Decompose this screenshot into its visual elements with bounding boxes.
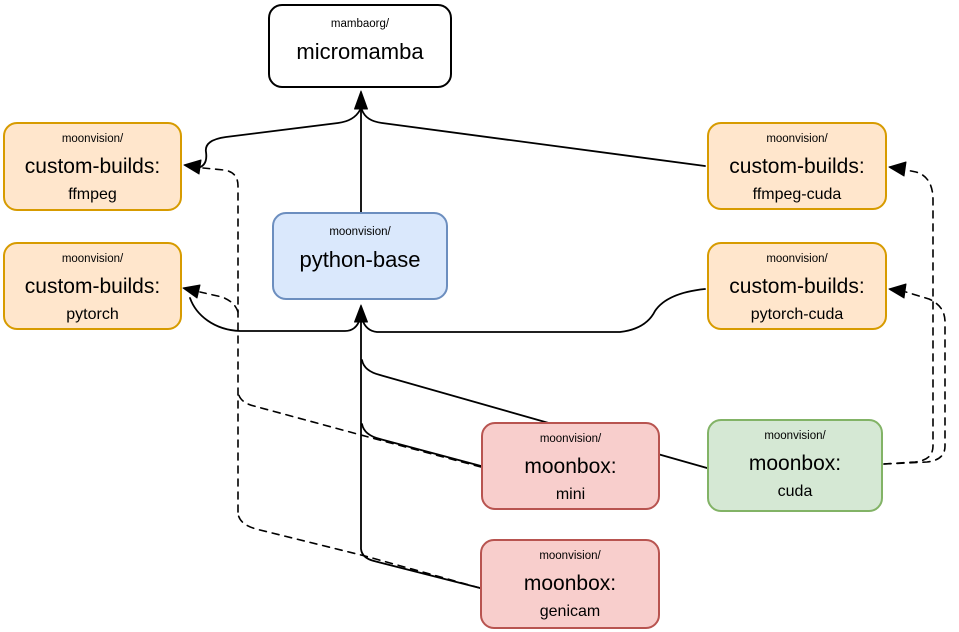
node-tag: genicam [539, 603, 601, 620]
node-custom-builds-ffmpeg-cuda[interactable]: moonvision/ custom-builds: ffmpeg-cuda [707, 122, 887, 210]
node-repo: moonvision/ [766, 253, 828, 265]
edge-dashed-cuda-to-pytorch-cuda [883, 291, 946, 465]
node-name: custom-builds: [729, 275, 865, 298]
edge-dashed-mini-feed [237, 389, 482, 468]
edge-trunk-genicam [360, 321, 481, 589]
node-repo: moonvision/ [61, 253, 124, 265]
node-tag: mini [555, 486, 586, 503]
node-repo: mambaorg/ [330, 18, 390, 30]
node-repo: moonvision/ [764, 430, 826, 442]
node-tag: ffmpeg-cuda [752, 186, 842, 203]
edge-dashed-cuda-to-ffmpeg-cuda [883, 169, 934, 465]
node-name: moonbox: [748, 452, 842, 475]
arrow-into-micromamba [354, 90, 368, 110]
edge-pytorchcuda-pytorch-right [361, 288, 706, 333]
node-moonbox-genicam[interactable]: moonvision/ moonbox: genicam [480, 539, 660, 629]
arrow-into-ffmpeg-cuda [888, 161, 907, 177]
node-tag: pytorch [66, 306, 119, 323]
edge-cuda-pythonbase [361, 359, 708, 469]
node-repo: moonvision/ [766, 133, 828, 145]
node-tag: ffmpeg [68, 186, 117, 203]
node-name: custom-builds: [24, 275, 161, 298]
edge-pytorchcuda-pytorch-left [189, 297, 361, 332]
edge-dashed-left-bus [202, 167, 239, 513]
node-repo: moonvision/ [539, 433, 602, 445]
node-name: python-base [299, 247, 421, 272]
arrow-into-pythonbase [354, 304, 368, 323]
arrow-into-ffmpeg [183, 159, 202, 175]
node-name: micromamba [296, 39, 424, 64]
node-custom-builds-pytorch[interactable]: moonvision/ custom-builds: pytorch [3, 242, 182, 330]
node-custom-builds-ffmpeg[interactable]: moonvision/ custom-builds: ffmpeg [3, 122, 182, 211]
arrow-into-pytorch-cuda [888, 283, 907, 299]
arrow-into-pytorch [182, 284, 201, 299]
edge-ffmpeg-branch [196, 109, 361, 169]
node-tag: cuda [777, 483, 813, 500]
node-name: moonbox: [523, 572, 617, 595]
node-repo: moonvision/ [539, 550, 601, 562]
node-micromamba[interactable]: mambaorg/ micromamba [268, 4, 452, 88]
node-name: moonbox: [524, 455, 617, 478]
node-tag: pytorch-cuda [750, 306, 844, 323]
edge-mini-pythonbase [361, 423, 482, 467]
node-custom-builds-pytorch-cuda[interactable]: moonvision/ custom-builds: pytorch-cuda [707, 242, 887, 330]
edge-dashed-genicam-feed [237, 511, 481, 589]
node-python-base[interactable]: moonvision/ python-base [272, 212, 448, 300]
edge-dashed-to-pytorch [199, 291, 239, 313]
node-repo: moonvision/ [61, 133, 124, 145]
node-name: custom-builds: [24, 155, 161, 178]
node-moonbox-mini[interactable]: moonvision/ moonbox: mini [481, 422, 660, 510]
edge-ffmpegcuda-branch [361, 109, 706, 167]
node-repo: moonvision/ [329, 226, 391, 238]
node-moonbox-cuda[interactable]: moonvision/ moonbox: cuda [707, 419, 883, 512]
node-name: custom-builds: [729, 155, 865, 178]
